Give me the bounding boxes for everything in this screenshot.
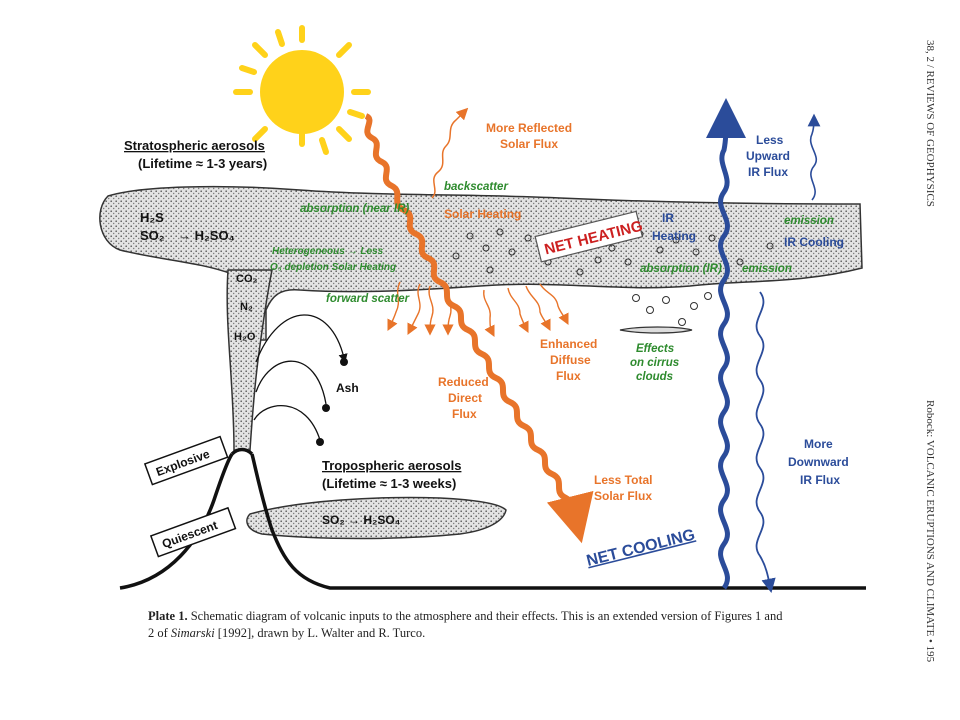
less-upward-line1: Less (756, 133, 784, 147)
cirrus-line1: Effects (636, 343, 674, 355)
reduced-line2: Direct (448, 391, 482, 405)
ash-label: Ash (336, 381, 359, 395)
ir-cooling-label: IR Cooling (784, 235, 844, 249)
running-head-top: 38, 2 / REVIEWS OF GEOPHYSICS (924, 40, 936, 207)
absorption-near-ir-label: absorption (near IR) (300, 203, 409, 215)
tropospheric-chem: SO₂ → H₂SO₄ (322, 513, 401, 527)
enhanced-line1: Enhanced (540, 337, 597, 351)
caption-line1: Schematic diagram of volcanic inputs to … (190, 609, 783, 623)
o3-depletion-label: O₃ depletion Solar Heating (270, 262, 396, 273)
chem-so2: SO₂ (140, 228, 165, 243)
less-upward-line3: IR Flux (748, 165, 788, 179)
ash-trajectories (253, 314, 348, 441)
running-head-bottom: Robock: VOLCANIC ERUPTIONS AND CLIMATE •… (924, 400, 936, 663)
tropospheric-aerosol-layer (246, 496, 507, 540)
gas-h2o: H₂O (234, 331, 256, 343)
forward-scatter-label: forward scatter (326, 293, 410, 305)
less-total-line2: Solar Flux (594, 489, 652, 503)
less-upward-line2: Upward (746, 149, 790, 163)
enhanced-line2: Diffuse (550, 353, 591, 367)
more-reflected-line1: More Reflected (486, 121, 572, 135)
chem-h2so4: → H₂SO₄ (178, 228, 235, 243)
more-downward-line1: More (804, 437, 833, 451)
emission-lower-label: emission (742, 263, 792, 275)
stratospheric-lifetime: (Lifetime ≈ 1-3 years) (138, 156, 267, 171)
cirrus-cloud (619, 326, 693, 334)
enhanced-line3: Flux (556, 369, 581, 383)
ash-particles (316, 358, 348, 446)
net-cooling-group: NET COOLING (585, 527, 697, 570)
upward-ir-flux (705, 98, 746, 590)
cirrus-line2: on cirrus (630, 357, 679, 369)
caption-author: Simarski (170, 626, 215, 640)
sun-icon (233, 25, 371, 155)
backscatter-label: backscatter (444, 181, 508, 193)
caption-line2b: [1992], drawn by L. Walter and R. Turco. (217, 626, 426, 640)
chem-h2s: H₂S (140, 210, 164, 225)
quiescent-label-box: Quiescent (149, 506, 237, 558)
ir-heating-line1: IR (662, 211, 674, 225)
reduced-line3: Flux (452, 407, 477, 421)
ir-heating-line2: Heating (652, 229, 696, 243)
less-total-line1: Less Total (594, 473, 652, 487)
figure-caption: Plate 1. Schematic diagram of volcanic i… (148, 608, 808, 642)
more-reflected-line2: Solar Flux (500, 137, 558, 151)
solar-heating-label: Solar Heating (444, 207, 521, 221)
caption-line2a: 2 of (148, 626, 168, 640)
upward-ir-emission (807, 113, 821, 201)
volcano-mountain (119, 453, 866, 590)
heterogeneous-label: Heterogeneous → Less (272, 246, 384, 257)
stratospheric-title: Stratospheric aerosols (124, 138, 265, 153)
direct-solar-beam (364, 113, 594, 544)
downward-ir-flux (755, 291, 776, 594)
more-downward-line2: Downward (788, 455, 849, 469)
absorption-ir-label: absorption (IR) (640, 263, 722, 275)
tropospheric-title: Tropospheric aerosols (322, 458, 461, 473)
tropospheric-lifetime: (Lifetime ≈ 1-3 weeks) (322, 476, 456, 491)
cirrus-line3: clouds (636, 371, 673, 383)
caption-plate: Plate 1. (148, 609, 188, 623)
reduced-line1: Reduced (438, 375, 489, 389)
explosive-label-box: Explosive (143, 435, 229, 486)
crater (230, 447, 254, 456)
diffuse-scatter-arrows (387, 281, 569, 338)
emission-upper-label: emission (784, 215, 834, 227)
more-downward-line3: IR Flux (800, 473, 840, 487)
net-cooling-label: NET COOLING (585, 527, 697, 570)
volcanic-plume (226, 269, 273, 451)
gas-n2: N₂ (240, 301, 253, 313)
gas-co2: CO₂ (236, 273, 258, 285)
reflected-solar-arrow (431, 107, 469, 199)
